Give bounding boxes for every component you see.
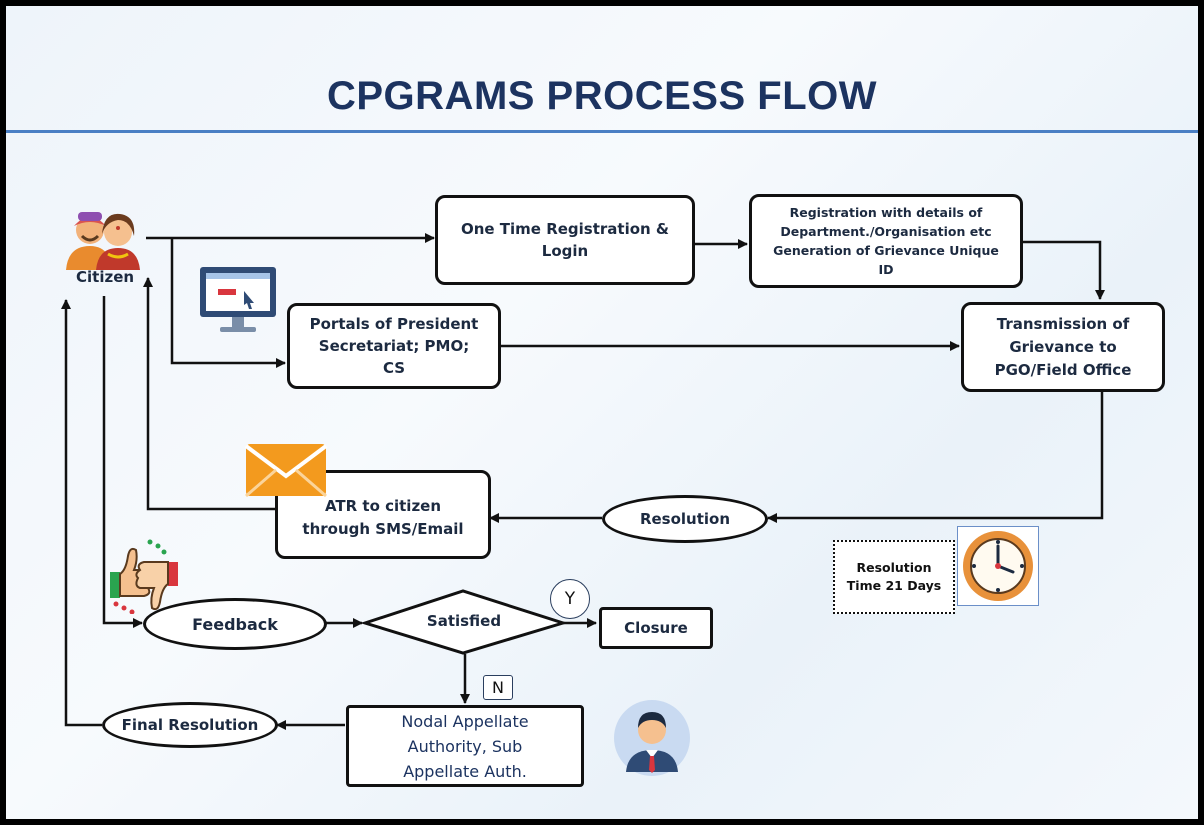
flow-connectors — [61, 233, 1105, 730]
arrow-details-to-transmission — [1022, 240, 1105, 300]
diagram-canvas: CPGRAMS PROCESS FLOW — [6, 6, 1198, 819]
closure-label: Closure — [624, 619, 688, 637]
page-title: CPGRAMS PROCESS FLOW — [326, 74, 878, 118]
yes-marker: Y — [550, 579, 590, 619]
atr-box: ATR to citizen through SMS/Email — [275, 470, 491, 559]
portals-box: Portals of President Secretariat; PMO; C… — [287, 303, 501, 389]
computer-monitor-icon — [200, 267, 276, 332]
feedback-label: Feedback — [192, 614, 278, 634]
appellate-box: Nodal Appellate Authority, Sub Appellate… — [346, 705, 584, 787]
arrow-citizen-to-portals — [170, 238, 286, 368]
citizen-label: Citizen — [76, 268, 135, 286]
yes-label: Y — [564, 589, 576, 609]
closure-box: Closure — [599, 607, 713, 649]
citizens-icon — [66, 212, 140, 270]
registration-label: One Time Registration & Login — [460, 220, 670, 260]
no-label: N — [492, 678, 504, 697]
registration-box: One Time Registration & Login — [435, 195, 695, 285]
arrow-final-to-citizen — [61, 299, 102, 727]
portals-label: Portals of President Secretariat; PMO; C… — [309, 315, 479, 377]
resolution-oval: Resolution — [602, 495, 768, 543]
title-divider — [6, 130, 1198, 133]
satisfied-label: Satisfied — [426, 612, 502, 630]
no-marker: N — [483, 675, 513, 700]
resolution-label: Resolution — [639, 510, 731, 528]
registration-details-label: Registration with details of Department.… — [773, 205, 999, 277]
resolution-time-box: Resolution Time 21 Days — [833, 540, 955, 614]
arrow-transmission-to-resolution — [767, 390, 1104, 523]
officer-avatar-icon — [614, 700, 690, 776]
clock-icon — [963, 531, 1033, 601]
thumbs-up-down-icon — [110, 539, 178, 614]
final-resolution-label: Final Resolution — [121, 716, 259, 734]
envelope-icon — [244, 444, 328, 498]
arrow-citizen-to-feedback — [102, 296, 143, 628]
transmission-label: Transmission of Grievance to PGO/Field O… — [994, 314, 1132, 379]
final-resolution-oval: Final Resolution — [102, 702, 278, 748]
registration-details-box: Registration with details of Department.… — [749, 194, 1023, 288]
atr-label: ATR to citizen through SMS/Email — [302, 496, 464, 538]
satisfied-decision-diamond — [362, 589, 566, 655]
appellate-label: Nodal Appellate Authority, Sub Appellate… — [401, 711, 529, 781]
resolution-time-label: Resolution Time 21 Days — [846, 560, 942, 593]
arrow-atr-to-citizen — [143, 277, 276, 511]
transmission-box: Transmission of Grievance to PGO/Field O… — [961, 302, 1165, 392]
feedback-oval: Feedback — [143, 598, 327, 650]
